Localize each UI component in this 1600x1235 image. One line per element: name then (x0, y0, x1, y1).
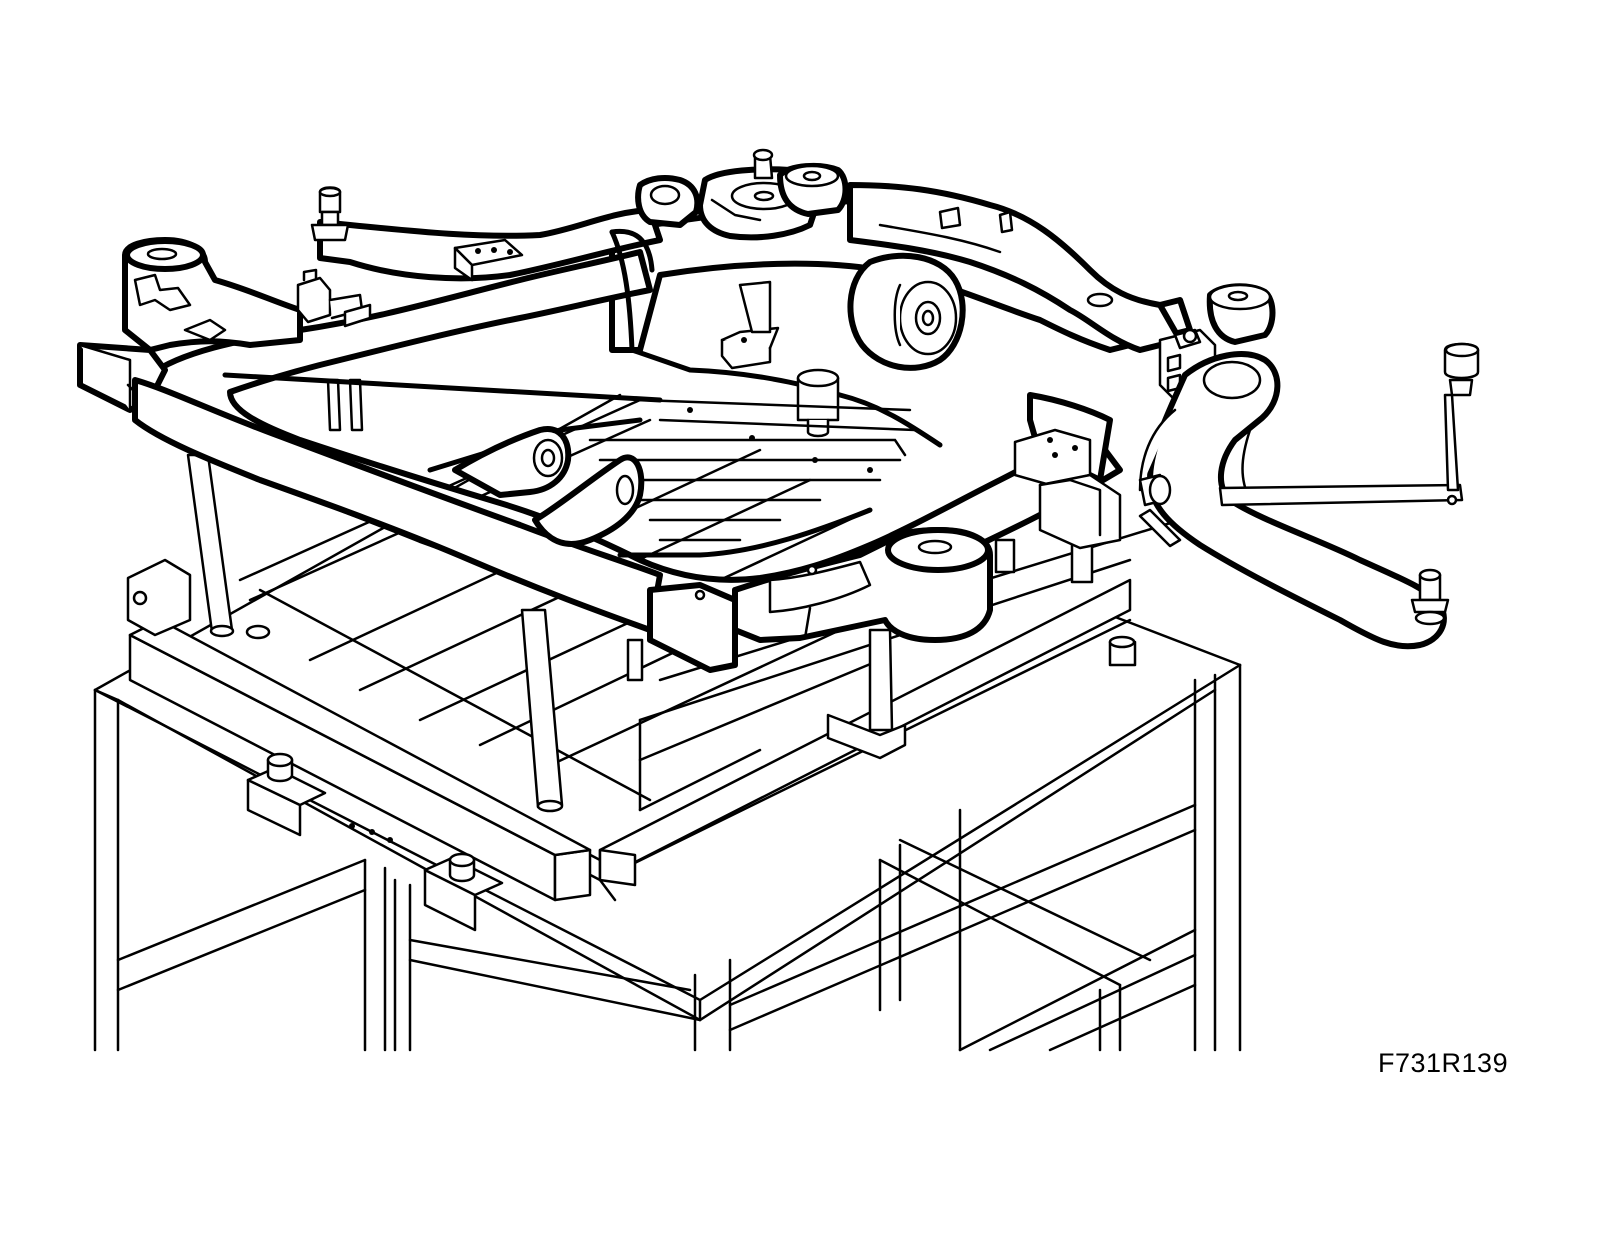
work-stand (93, 393, 1242, 1052)
subframe (77, 148, 1480, 673)
support-pillars (186, 378, 1137, 813)
figure-code-label: F731R139 (1378, 1048, 1509, 1078)
